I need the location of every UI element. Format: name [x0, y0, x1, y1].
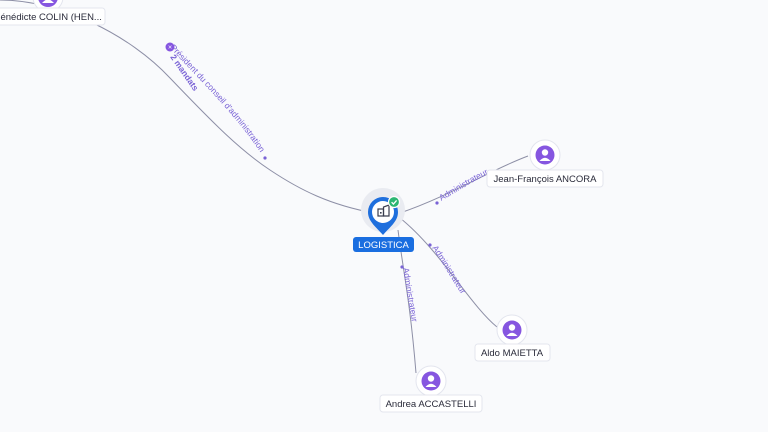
person-node-maietta[interactable]: Aldo MAIETTA: [474, 314, 551, 362]
edge-label-maietta: Administrateur: [430, 243, 468, 295]
person-name: Jean-François ANCORA: [494, 174, 598, 185]
person-name: Aldo MAIETTA: [481, 348, 544, 359]
person-name: Bénédicte COLIN (HEN...: [0, 12, 102, 23]
edge-label-ancora: Administrateur: [437, 166, 490, 202]
person-icon: [421, 371, 441, 391]
edge-arrow: [428, 243, 432, 247]
person-icon: [502, 320, 522, 340]
person-node-ancora[interactable]: Jean-François ANCORA: [486, 139, 604, 188]
edge-arrow: [400, 265, 404, 269]
company-label-box: [353, 237, 414, 252]
edge-label-accastelli: Administrateur: [401, 267, 420, 323]
person-icon: [535, 145, 555, 165]
person-node-accastelli[interactable]: Andrea ACCASTELLI: [379, 365, 483, 413]
edge-arrow: [263, 156, 267, 160]
person-name: Andrea ACCASTELLI: [386, 399, 477, 410]
edge-arrow: [435, 201, 439, 205]
svg-text:×: ×: [168, 45, 172, 52]
check-icon: [387, 195, 401, 209]
company-name: LOGISTICA: [358, 240, 409, 251]
edge-colin: [0, 0, 375, 214]
edge-label-colin: Président du conseil d'administration: [168, 42, 267, 154]
person-node-colin[interactable]: Bénédicte COLIN (HEN...: [0, 0, 106, 26]
company-node[interactable]: LOGISTICA: [353, 188, 414, 252]
